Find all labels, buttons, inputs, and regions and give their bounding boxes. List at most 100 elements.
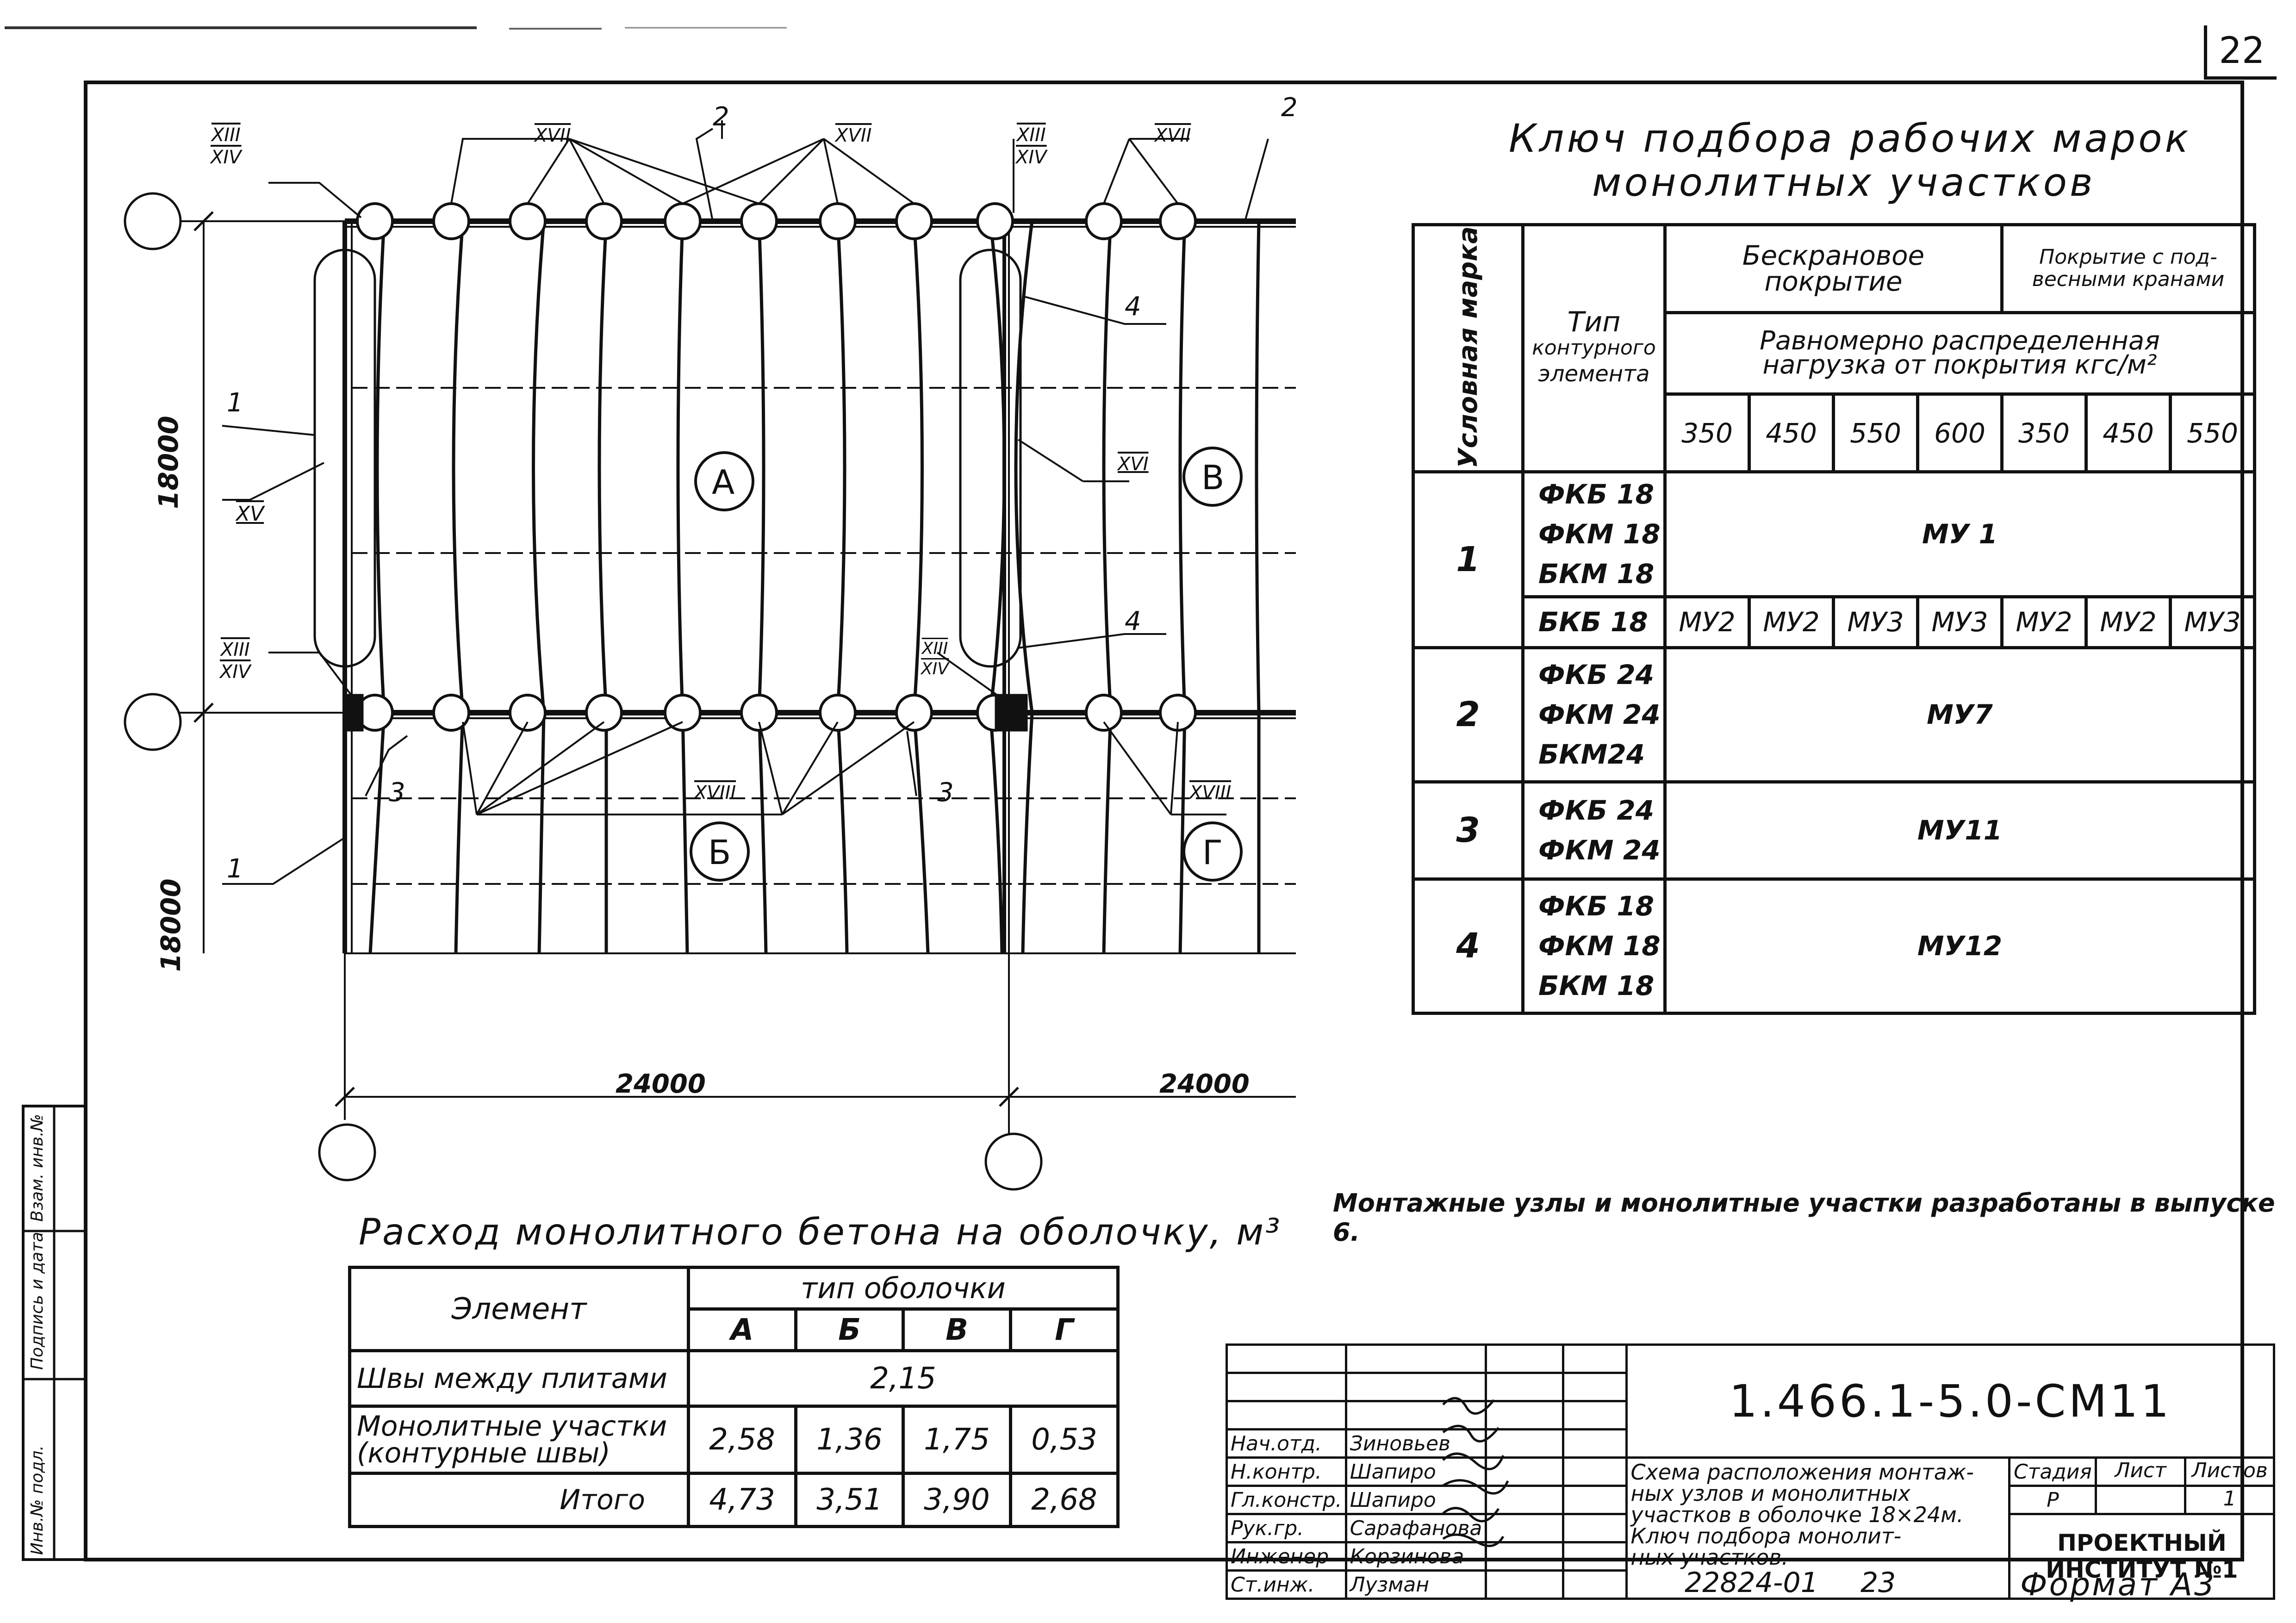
role-6: Ст.инж. bbox=[1226, 1569, 1347, 1600]
footer-page: 23 bbox=[1860, 1567, 1896, 1599]
concrete-hdr-element: Элемент bbox=[348, 1266, 690, 1352]
load-550b: 550 bbox=[2169, 392, 2256, 473]
section-label-xviii-right: XVIII bbox=[1189, 782, 1232, 803]
sheet-header: Лист bbox=[2097, 1459, 2186, 1485]
mark-1: 1 bbox=[1412, 470, 1524, 649]
sub-value-4: МУ3 bbox=[1916, 595, 2004, 649]
callout-4b: 4 bbox=[1125, 606, 1141, 636]
concrete-hdr-type: тип оболочки bbox=[687, 1266, 1120, 1311]
value-2: МУ7 bbox=[1663, 646, 2256, 784]
key-table: Условная марка Тип контурного элемента Б… bbox=[1412, 223, 2256, 1015]
load-450b: 450 bbox=[2084, 392, 2172, 473]
total-v: 3,90 bbox=[902, 1472, 1012, 1528]
load-350a: 350 bbox=[1663, 392, 1751, 473]
margin-replace-inv: Взам. инв.№ bbox=[28, 1114, 47, 1222]
hdr-mark: Условная марка bbox=[1412, 223, 1524, 473]
name-4: Сарафанова bbox=[1344, 1513, 1487, 1543]
callout-2a: 2 bbox=[713, 102, 729, 132]
value-1: МУ 1 bbox=[1663, 470, 2256, 598]
sub-value-3: МУ3 bbox=[1832, 595, 1919, 649]
section-label-xiii-xiv-bottom-mid: XIII XIV bbox=[921, 639, 949, 678]
mono-a: 2,58 bbox=[687, 1405, 797, 1475]
sub-value-7: МУ3 bbox=[2169, 595, 2256, 649]
sheets-value: 1 bbox=[2223, 1487, 2236, 1511]
zone-label-b: Б bbox=[708, 833, 731, 872]
load-600: 600 bbox=[1916, 392, 2004, 473]
value-3: МУ11 bbox=[1663, 780, 2256, 881]
row-seams-label: Швы между плитами bbox=[348, 1349, 690, 1408]
sub-value-6: МУ2 bbox=[2084, 595, 2172, 649]
dim-left-bottom: 18000 bbox=[155, 878, 187, 972]
element-bkb18: БКБ 18 bbox=[1521, 595, 1667, 649]
role-5: Инженер bbox=[1226, 1541, 1347, 1572]
mark-2: 2 bbox=[1412, 646, 1524, 784]
mark-3: 3 bbox=[1412, 780, 1524, 881]
mono-v: 1,75 bbox=[902, 1405, 1012, 1475]
value-4: МУ12 bbox=[1663, 877, 2256, 1015]
row-monolithic-label: Монолитные участки (контурные швы) bbox=[348, 1405, 690, 1475]
concrete-title: Расход монолитного бетона на оболочку, м… bbox=[359, 1212, 1282, 1253]
row-total-label: Итого bbox=[348, 1472, 690, 1528]
section-label-xvii-c: XVII bbox=[1155, 125, 1191, 146]
elements-3: ФКБ 24 ФКМ 24 bbox=[1521, 780, 1667, 881]
sheets-header: Листов bbox=[2191, 1459, 2268, 1482]
role-3: Гл.констр. bbox=[1226, 1485, 1347, 1515]
grid-axes bbox=[124, 192, 1296, 1191]
load-450a: 450 bbox=[1748, 392, 1835, 473]
hdr-type: Тип контурного элемента bbox=[1521, 223, 1667, 473]
zone-label-g: Г bbox=[1202, 833, 1223, 872]
section-label-xvi: XVI bbox=[1118, 454, 1149, 475]
zone-label-v: В bbox=[1201, 458, 1225, 497]
description: Схема расположения монтаж- ных узлов и м… bbox=[1625, 1456, 2011, 1600]
type-v: В bbox=[902, 1307, 1012, 1352]
dim-bottom-b: 24000 bbox=[1159, 1069, 1250, 1099]
section-label-xiii-xiv-bottom-left: XIII XIV bbox=[220, 639, 251, 683]
role-4: Рук.гр. bbox=[1226, 1513, 1347, 1543]
name-2: Шапиро bbox=[1344, 1456, 1487, 1487]
callout-2b: 2 bbox=[1281, 93, 1298, 123]
section-label-xvii-a: XVII bbox=[535, 125, 571, 146]
name-5: Корзинова bbox=[1344, 1541, 1487, 1572]
leader-lines bbox=[222, 120, 1269, 885]
key-title-line1: Ключ подбора рабочих марок bbox=[1509, 116, 2191, 161]
role-2: Н.контр. bbox=[1226, 1456, 1347, 1487]
margin-sign-date: Подпись и дата bbox=[28, 1231, 47, 1370]
section-label-xviii-mid: XVIII bbox=[694, 782, 736, 803]
role-1: Нач.отд. bbox=[1226, 1428, 1347, 1459]
margin-inv-no: Инв.№ подл. bbox=[28, 1445, 47, 1555]
hdr-crane: Покрытие с под- весными кранами bbox=[2000, 223, 2256, 314]
sub-value-2: МУ2 bbox=[1748, 595, 1835, 649]
dim-left-top: 18000 bbox=[153, 416, 184, 509]
dim-bottom-a: 24000 bbox=[616, 1069, 706, 1099]
elements-4: ФКБ 18 ФКМ 18 БКМ 18 bbox=[1521, 877, 1667, 1015]
institute: ПРОЕКТНЫЙ ИНСТИТУТ №1 bbox=[2008, 1513, 2276, 1600]
concrete-table: Элемент тип оболочки А Б В Г Швы между п… bbox=[348, 1266, 1120, 1528]
stage-header: Стадия bbox=[2008, 1456, 2097, 1487]
name-6: Лузман bbox=[1344, 1569, 1487, 1600]
callout-1a: 1 bbox=[227, 388, 243, 418]
total-a: 4,73 bbox=[687, 1472, 797, 1528]
note-text: Монтажные узлы и монолитные участки разр… bbox=[1333, 1188, 2275, 1247]
callout-3b: 3 bbox=[937, 777, 954, 808]
load-550a: 550 bbox=[1832, 392, 1919, 473]
zone-label-a: А bbox=[712, 463, 735, 502]
mono-b: 1,36 bbox=[794, 1405, 905, 1475]
footer-format: Формат А3 bbox=[2020, 1567, 2216, 1603]
section-label-xiii-xiv-top-mid: XIII XIV bbox=[1016, 124, 1047, 168]
section-label-xvii-b: XVII bbox=[835, 125, 872, 146]
stage-value: Р bbox=[2008, 1485, 2097, 1515]
section-label-xv: XV bbox=[236, 502, 264, 526]
elements-1: ФКБ 18 ФКМ 18 БКМ 18 bbox=[1521, 470, 1667, 598]
sub-value-5: МУ2 bbox=[2000, 595, 2088, 649]
signatures bbox=[1442, 1397, 1509, 1547]
callout-4a: 4 bbox=[1125, 292, 1141, 322]
section-label-xiii-xiv-top-left: XIII XIV bbox=[211, 124, 242, 168]
document-code: 1.466.1-5.0-СМ11 bbox=[1625, 1343, 2276, 1459]
hdr-load: Равномерно распределенная нагрузка от по… bbox=[1663, 311, 2256, 396]
footer-order: 22824-01 bbox=[1685, 1567, 1818, 1599]
callout-1b: 1 bbox=[227, 854, 243, 884]
elements-2: ФКБ 24 ФКМ 24 БКМ24 bbox=[1521, 646, 1667, 784]
sheet-number: 22 bbox=[2204, 25, 2277, 80]
total-b: 3,51 bbox=[794, 1472, 905, 1528]
